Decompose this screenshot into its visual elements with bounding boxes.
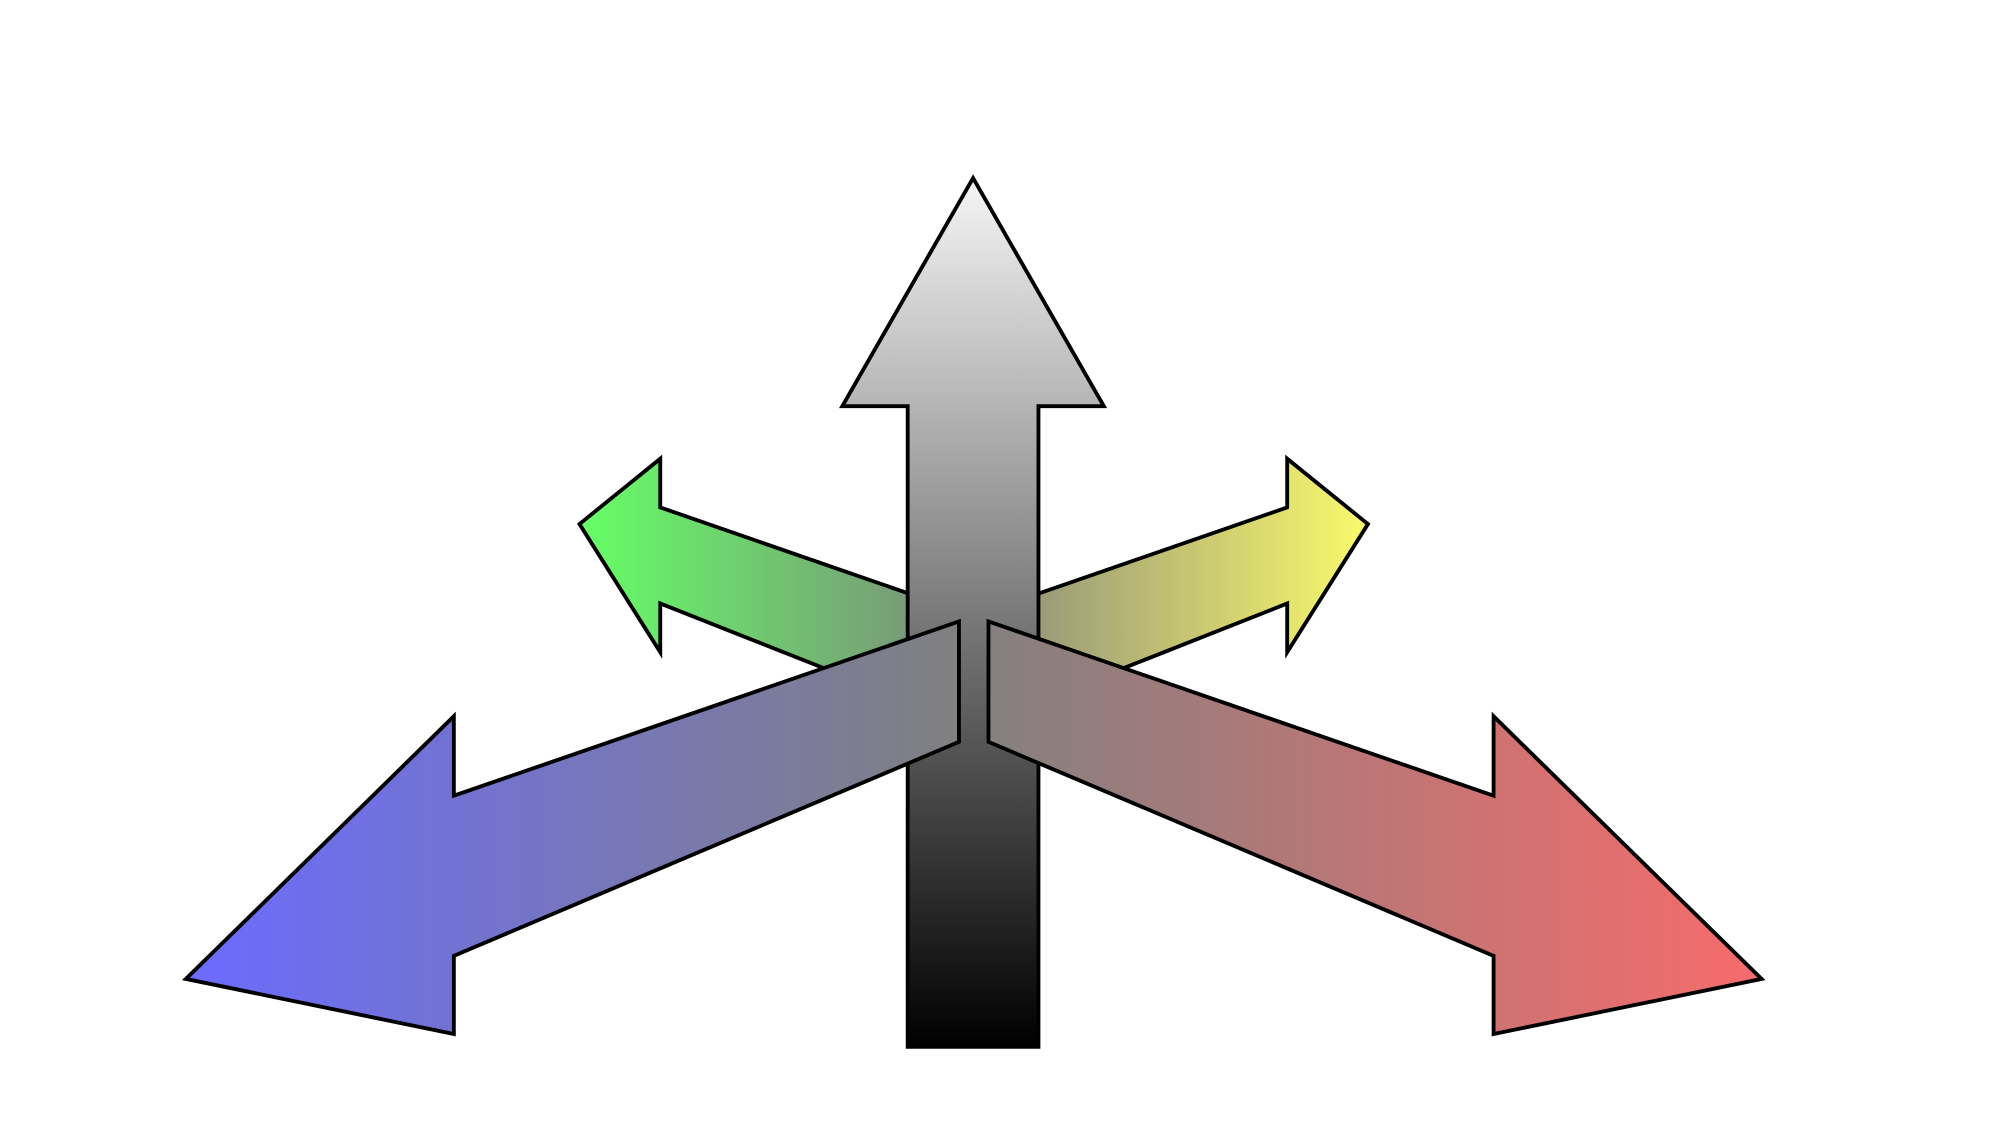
lower-right-arrow xyxy=(986,618,1766,1037)
up-arrow xyxy=(838,174,1108,1049)
lower-left-arrow xyxy=(181,618,961,1037)
